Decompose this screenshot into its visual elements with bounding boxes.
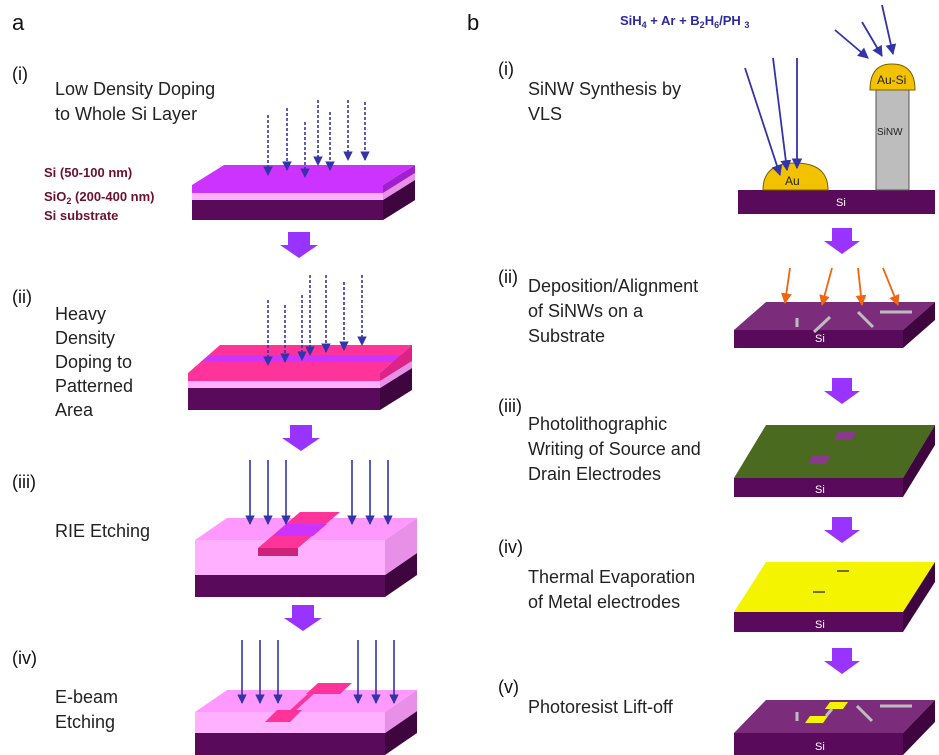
step-a1-line-2: to Whole Si Layer: [55, 104, 197, 124]
wafer-stack-a1: [192, 165, 415, 220]
step-a2-line-4: Patterned: [55, 376, 133, 396]
au-label: Au: [785, 174, 800, 188]
step-b2-line-1: Deposition/Alignment: [528, 276, 698, 296]
step-a1-description: Low Density Doping to Whole Si Layer: [55, 79, 220, 124]
step-b2-description: Deposition/Alignment of SiNWs on a Subst…: [528, 276, 703, 346]
step-b3-line-2: Writing of Source and: [528, 439, 701, 459]
etch-arrows-a4: [237, 640, 399, 704]
wafer-b5: Si: [734, 700, 935, 755]
step-b4-line-2: of Metal electrodes: [528, 592, 680, 612]
step-a4-line-2: Etching: [55, 712, 115, 732]
process-arrow-a2: [282, 425, 320, 451]
step-a4-line-1: E-beam: [55, 687, 118, 707]
source-window: [834, 432, 856, 440]
si-label-b1: Si: [836, 197, 846, 209]
drain-window: [808, 456, 830, 464]
nanowires-b2: [795, 310, 912, 334]
doping-arrows-a1: [263, 100, 370, 178]
doping-arrows-a2: [263, 275, 367, 366]
step-a1-line-1: Low Density Doping: [55, 79, 215, 99]
au-si-label: Au-Si: [877, 73, 906, 87]
layer-label-sio2: SiO2 (200-400 nm): [44, 189, 155, 206]
process-arrow-b2: [824, 378, 860, 404]
step-b4-number: (iv): [498, 537, 523, 557]
step-a3-number: (iii): [12, 472, 36, 492]
step-a2-line-3: Doping to: [55, 352, 132, 372]
deposition-arrows: [781, 267, 900, 307]
process-arrow-a1: [280, 232, 318, 258]
precursor-gas-label: SiH4 + Ar + B2H6/PH 3: [620, 13, 749, 30]
step-a2-line-1: Heavy: [55, 304, 106, 324]
step-b3-line-3: Drain Electrodes: [528, 464, 661, 484]
sinw-label: SiNW: [877, 127, 903, 138]
si-label-b2: Si: [815, 333, 825, 345]
nanowires-b5: [795, 704, 912, 723]
step-a2-description: Heavy Density Doping to Patterned Area: [55, 304, 138, 420]
step-b5-number: (v): [498, 677, 519, 697]
silicon-nanowire: [875, 85, 910, 191]
step-b3-line-1: Photolithographic: [528, 414, 667, 434]
step-b1-description: SiNW Synthesis by VLS: [528, 79, 686, 124]
process-arrow-b3: [824, 517, 860, 543]
wafer-stack-a2: [188, 345, 412, 410]
panel-b-label: b: [467, 10, 479, 35]
step-b3-number: (iii): [498, 396, 522, 416]
si-label-b4: Si: [815, 619, 825, 631]
layer-label-si: Si (50-100 nm): [44, 165, 132, 180]
step-b4-description: Thermal Evaporation of Metal electrodes: [528, 567, 700, 612]
process-arrow-b4: [824, 648, 860, 674]
step-a3-description: RIE Etching: [55, 521, 150, 541]
step-a2-line-2: Density: [55, 328, 115, 348]
si-substrate-b1: [738, 190, 935, 214]
wafer-b4: Si: [734, 562, 935, 632]
au-si-droplet: [869, 63, 916, 91]
step-b4-line-1: Thermal Evaporation: [528, 567, 695, 587]
panel-a-label: a: [12, 10, 25, 35]
step-a1-number: (i): [12, 64, 28, 84]
drain-electrode: [805, 716, 828, 723]
source-electrode: [825, 702, 848, 709]
wafer-stack-a3: [195, 512, 417, 597]
si-label-b3: Si: [815, 484, 825, 496]
step-a4-number: (iv): [12, 648, 37, 668]
process-arrow-b1: [824, 228, 860, 254]
step-a2-line-5: Area: [55, 400, 94, 420]
electrodes-b4: [813, 570, 849, 593]
si-label-b5: Si: [815, 741, 825, 753]
wafer-b3: Si: [734, 425, 935, 497]
layer-label-substrate: Si substrate: [44, 208, 118, 223]
step-b2-number: (ii): [498, 267, 518, 287]
device-nanowire: [824, 708, 834, 717]
step-b3-description: Photolithographic Writing of Source and …: [528, 414, 706, 484]
wafer-b2: Si: [734, 302, 935, 348]
step-b5-description: Photoresist Lift-off: [528, 697, 674, 717]
step-a2-number: (ii): [12, 287, 32, 307]
etch-arrows-a3: [245, 460, 393, 525]
step-b1-number: (i): [498, 59, 514, 79]
step-b1-line-1: SiNW Synthesis by: [528, 79, 681, 99]
process-arrow-a3: [284, 605, 322, 631]
precursor-arrows: [744, 4, 897, 177]
wafer-stack-a4: [195, 683, 417, 755]
step-b2-line-3: Substrate: [528, 326, 605, 346]
step-b2-line-2: of SiNWs on a: [528, 301, 644, 321]
step-b1-line-2: VLS: [528, 104, 562, 124]
step-a4-description: E-beam Etching: [55, 687, 123, 732]
